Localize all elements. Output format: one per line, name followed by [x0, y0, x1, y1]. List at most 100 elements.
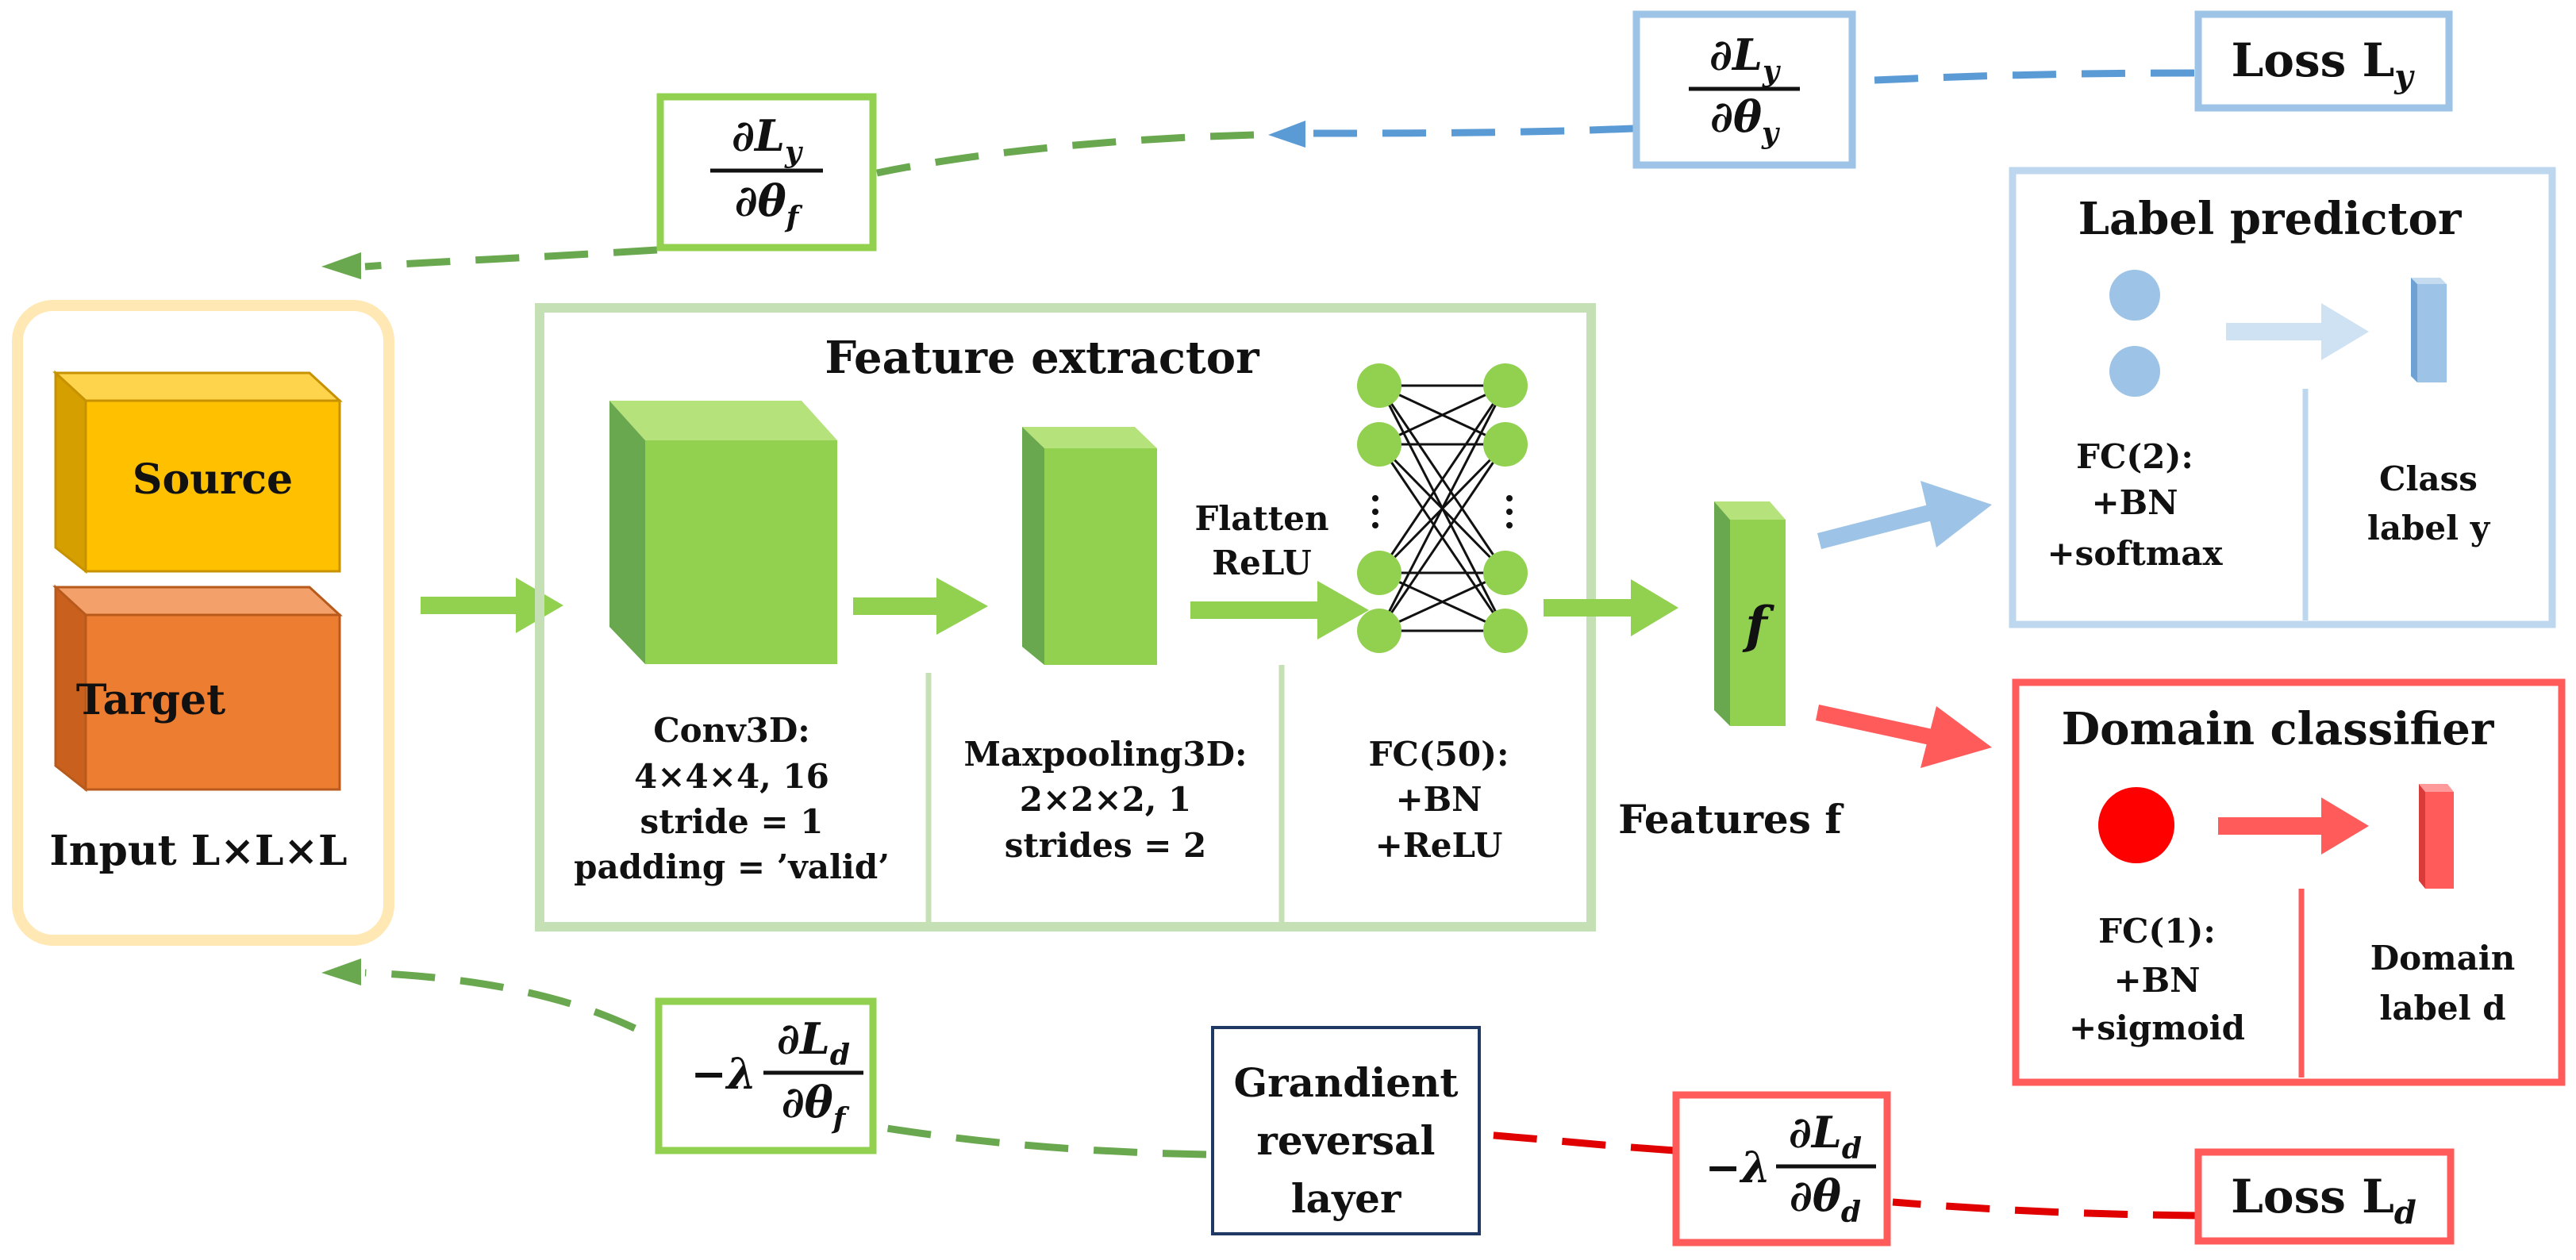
bottom-green-arrowhead — [321, 958, 361, 985]
arrow-features-to-domain-classifier — [1816, 705, 1992, 768]
grad-neg-dld-dthd-den: ∂θd — [1790, 1170, 1861, 1229]
source-box: Source — [52, 370, 343, 574]
maxpool3d-block — [1022, 427, 1157, 665]
flatten-label: Flatten — [1194, 499, 1328, 538]
domain-label-block — [2419, 784, 2454, 889]
domain-label-line-2: label d — [2379, 989, 2505, 1028]
lp-fc-line-3: +softmax — [2047, 534, 2223, 573]
dc-fc-line-1: FC(1): — [2098, 912, 2216, 951]
arrow-fc-to-features — [1544, 579, 1678, 636]
relu-label: ReLU — [1212, 544, 1312, 582]
arrow-conv-to-pool — [853, 578, 988, 635]
dc-arrow — [2218, 797, 2369, 855]
class-label-line-2: label y — [2367, 509, 2491, 547]
fc50-ellipsis-dot — [1506, 509, 1513, 515]
class-label-line-1: Class — [2379, 459, 2478, 498]
input-caption: Input L×L×L — [49, 827, 347, 875]
fc50-ellipsis-dot — [1372, 522, 1378, 528]
top-blue-arrowhead — [1268, 121, 1305, 148]
loss-ly-label: Loss Ly — [2232, 33, 2416, 95]
conv3d-block — [609, 401, 837, 664]
grad-box-neg-dld-dthd: −λ ∂Ld ∂θd — [1672, 1091, 1891, 1247]
feature-extractor-frame — [535, 303, 1596, 932]
grad-neg-dld-dthf-prefix: −λ — [690, 1048, 756, 1099]
fc50-ellipsis-dot — [1372, 509, 1378, 515]
conv-caption-line-1: Conv3D: — [653, 711, 810, 750]
input-frame — [12, 300, 394, 946]
features-block: f — [1714, 501, 1786, 726]
dc-fc-line-3: +sigmoid — [2069, 1008, 2245, 1047]
fc50-output-neuron-3 — [1483, 551, 1528, 595]
class-label-block — [2411, 278, 2447, 382]
loss-ly-box: Loss Ly — [2194, 10, 2453, 112]
target-box: Target — [52, 584, 343, 793]
fc50-input-neuron-2 — [1357, 422, 1401, 467]
grad-box-dly-dthy: ∂Ly ∂θy — [1632, 10, 1856, 169]
conv-caption-line-4: padding = ’valid’ — [574, 847, 890, 886]
dthf-to-input-bottom-dash — [364, 969, 636, 1032]
top-gradient-path — [321, 69, 2195, 279]
grad-neg-dld-dthd-num: ∂Ld — [1789, 1107, 1862, 1166]
loss-ld-to-dthd-dash — [1892, 1198, 2197, 1220]
target-label: Target — [76, 676, 225, 724]
pool-caption-line-2: 2×2×2, 1 — [1020, 780, 1192, 819]
feature-extractor-title: Feature extractor — [825, 332, 1260, 384]
dthd-to-grl-dash — [1483, 1131, 1675, 1154]
arrow-pool-to-fc — [1190, 581, 1369, 640]
dthy-to-dthf-dash — [1309, 125, 1634, 137]
gradient-reversal-layer: Grandient reversal layer — [1211, 1026, 1481, 1235]
top-green-arrowhead — [321, 252, 361, 279]
source-label: Source — [133, 455, 293, 504]
fc-caption-line-1: FC(50): — [1369, 735, 1509, 774]
fc50-output-neuron-2 — [1483, 422, 1528, 467]
grad-dly-dthy-den: ∂θy — [1710, 91, 1780, 150]
fc50-output-neuron-4 — [1483, 609, 1528, 653]
grad-box-neg-dld-dthf: −λ ∂Ld ∂θf — [655, 997, 877, 1154]
dthf-approach-dash — [876, 131, 1255, 177]
fc50-ellipsis-dot — [1372, 495, 1378, 501]
fc50-connections — [1378, 384, 1507, 632]
pool-caption-line-1: Maxpooling3D: — [963, 735, 1247, 774]
grl-line-3: layer — [1291, 1175, 1401, 1222]
domain-label-line-1: Domain — [2370, 939, 2516, 978]
grad-neg-dld-dthf-den: ∂θf — [782, 1077, 850, 1135]
conv-caption-line-2: 4×4×4, 16 — [634, 757, 829, 796]
fc50-ellipsis-dot — [1506, 522, 1513, 528]
grad-neg-dld-dthd-prefix: −λ — [1705, 1142, 1771, 1193]
grad-dly-dthf-num: ∂Ly — [732, 110, 803, 169]
fc50-input-neuron-1 — [1357, 363, 1401, 408]
grl-line-1: Grandient — [1233, 1059, 1458, 1106]
feature-extractor: Feature extractor Flatten ReLU — [535, 303, 1678, 932]
dc-neuron — [2098, 787, 2174, 863]
label-predictor-frame — [2009, 167, 2556, 628]
grl-to-dthf-dash — [876, 1123, 1207, 1158]
grad-dly-dthf-den: ∂θf — [735, 175, 803, 234]
grad-box-dly-dthf: ∂Ly ∂θf — [656, 93, 877, 252]
fc-caption-line-2: +BN — [1395, 780, 1482, 819]
lp-arrow — [2226, 303, 2369, 360]
dc-fc-line-2: +BN — [2113, 961, 2200, 1000]
fc50-ellipsis-dot — [1506, 495, 1513, 501]
grad-neg-dld-dthf-num: ∂Ld — [777, 1013, 850, 1072]
grad-dly-dthy-num: ∂Ly — [1709, 29, 1781, 88]
features-caption: Features f — [1618, 796, 1844, 843]
loss-ld-box: Loss Ld — [2194, 1148, 2455, 1245]
fc50-output-neuron-1 — [1483, 363, 1528, 408]
domain-classifier: Domain classifier FC(1): +BN +sigmoid Do… — [2012, 678, 2566, 1086]
input-group: Source Target Input L×L×L — [12, 300, 394, 946]
label-predictor: Label predictor FC(2): +BN +softmax Clas… — [2009, 167, 2556, 628]
loss-ly-to-dthy-dash — [1856, 69, 2195, 85]
fc50-input-neuron-4 — [1357, 609, 1401, 653]
conv-caption-line-3: stride = 1 — [640, 802, 824, 841]
lp-neuron-2 — [2109, 346, 2160, 397]
arrow-features-to-label-predictor — [1817, 481, 1992, 549]
grl-line-2: reversal — [1257, 1117, 1436, 1164]
domain-classifier-title: Domain classifier — [2062, 703, 2495, 755]
label-predictor-title: Label predictor — [2078, 193, 2463, 245]
fc50-network — [1357, 363, 1528, 653]
domain-classifier-frame — [2012, 678, 2566, 1086]
lp-fc-line-1: FC(2): — [2076, 437, 2193, 476]
fc50-input-neuron-3 — [1357, 551, 1401, 595]
pool-caption-line-3: strides = 2 — [1005, 826, 1207, 865]
